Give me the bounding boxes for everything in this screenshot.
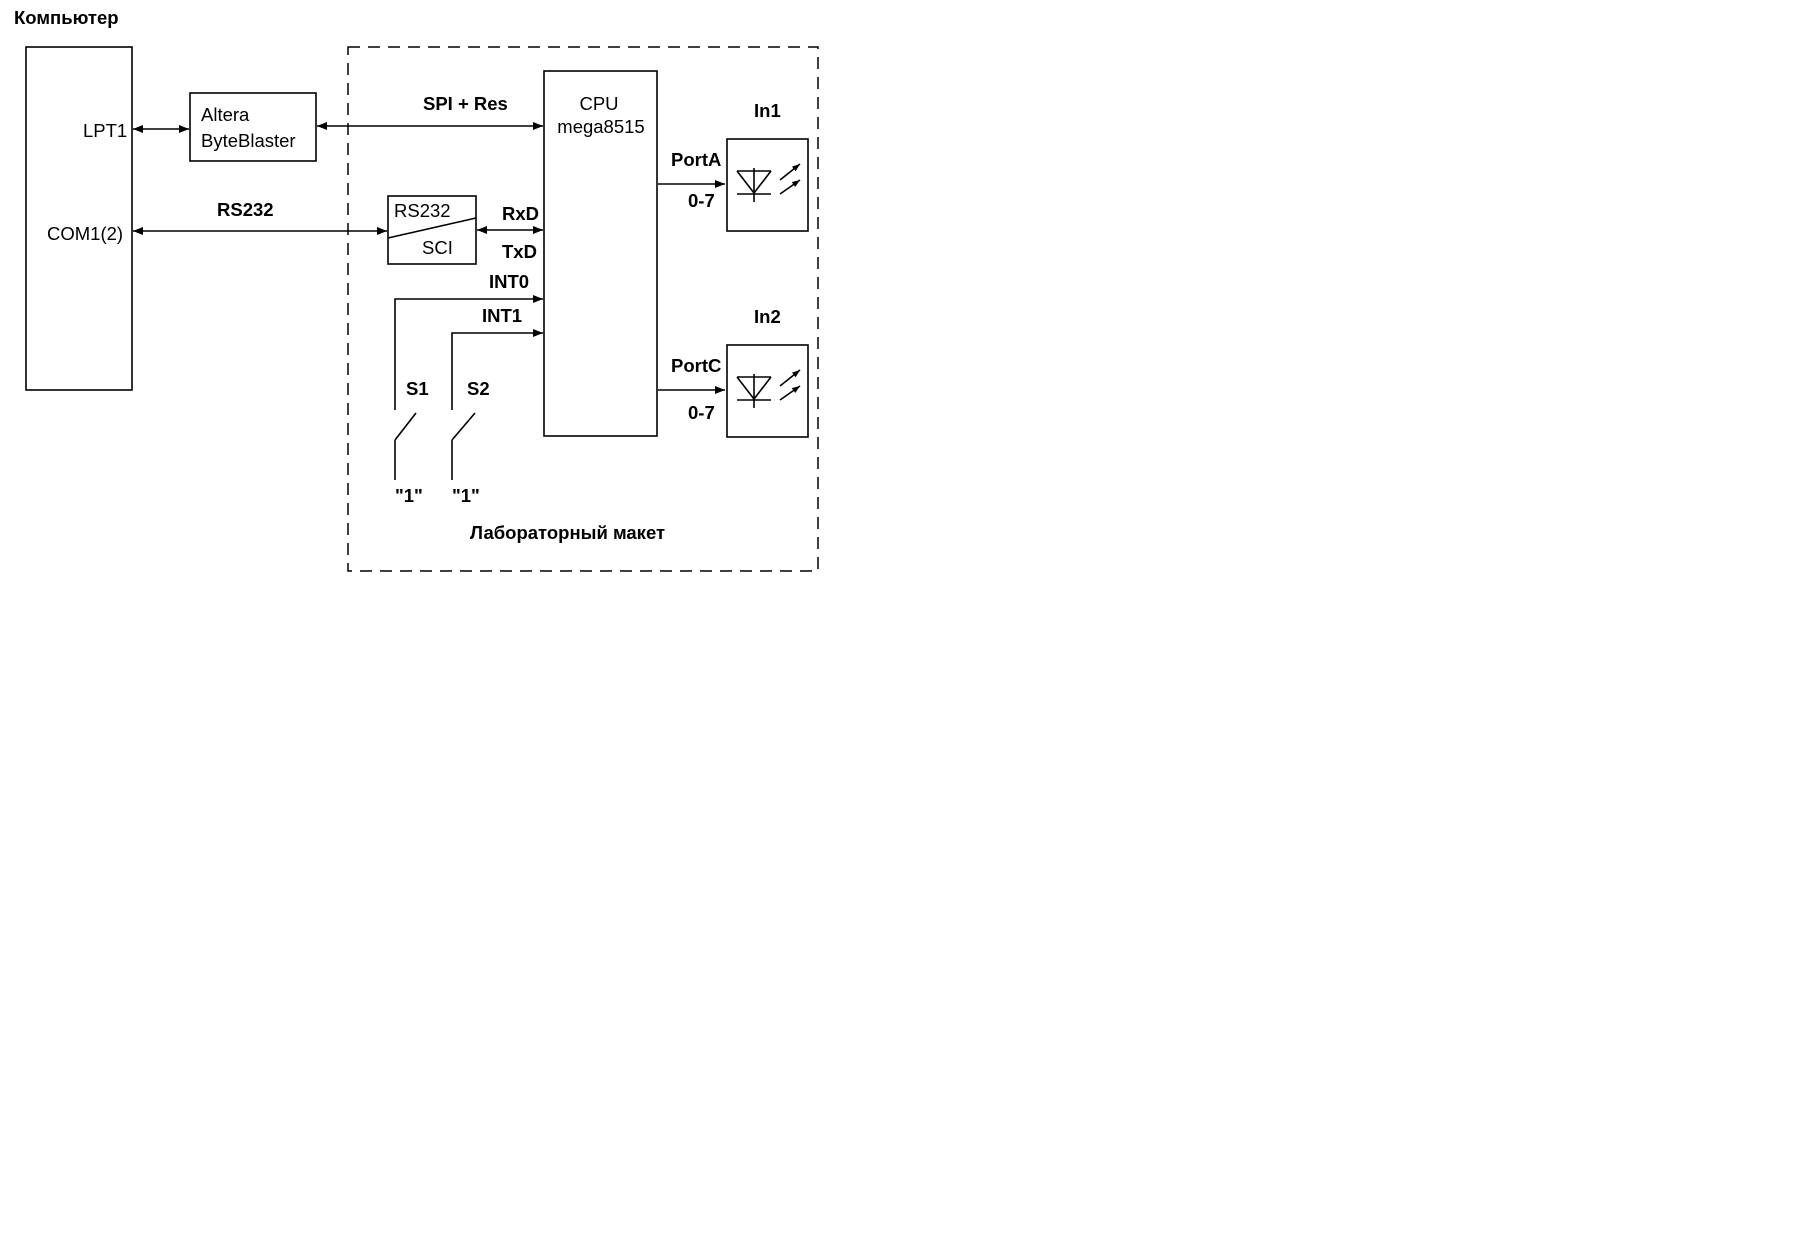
switch-s2-label: S2 <box>467 378 490 399</box>
int1-label: INT1 <box>482 305 522 326</box>
led-icon <box>736 369 801 408</box>
int0-label: INT0 <box>489 271 529 292</box>
txd-label: TxD <box>502 241 537 262</box>
switch-s2-level: "1" <box>452 485 480 506</box>
rxd-label: RxD <box>502 203 539 224</box>
cpu-line1: CPU <box>579 93 618 114</box>
sci-divider <box>387 217 477 239</box>
computer-block <box>25 46 133 391</box>
switch-s1-label: S1 <box>406 378 429 399</box>
int0-line <box>394 295 543 410</box>
sci-block <box>387 195 477 265</box>
in2-label: In2 <box>754 306 781 327</box>
byteblaster-line2: ByteBlaster <box>201 130 296 151</box>
sci-top-label: RS232 <box>394 200 451 221</box>
porta-bits-label: 0-7 <box>688 190 715 211</box>
switch-s2-lever <box>451 412 476 441</box>
in1-block <box>726 138 809 232</box>
byteblaster-line1: Altera <box>201 104 250 125</box>
cpu-line2: mega8515 <box>557 116 644 137</box>
sci-bottom-label: SCI <box>422 237 453 258</box>
int1-line <box>451 329 543 410</box>
cpu-block <box>543 70 658 437</box>
com-port-label: COM1(2) <box>47 223 123 244</box>
in2-block <box>726 344 809 438</box>
portc-bits-label: 0-7 <box>688 402 715 423</box>
led-icon <box>736 163 801 202</box>
lab-board-caption: Лабораторный макет <box>470 522 665 543</box>
lpt1-label: LPT1 <box>83 120 127 141</box>
portc-label: PortC <box>671 355 721 376</box>
switch-s1-lever <box>394 412 417 441</box>
porta-label: PortA <box>671 149 721 170</box>
switch-s1-level: "1" <box>395 485 423 506</box>
spi-label: SPI + Res <box>423 93 508 114</box>
rs232-label: RS232 <box>217 199 274 220</box>
computer-title: Компьютер <box>14 7 119 28</box>
lab-board-boundary <box>347 46 819 572</box>
in1-label: In1 <box>754 100 781 121</box>
byteblaster-block <box>189 92 317 162</box>
